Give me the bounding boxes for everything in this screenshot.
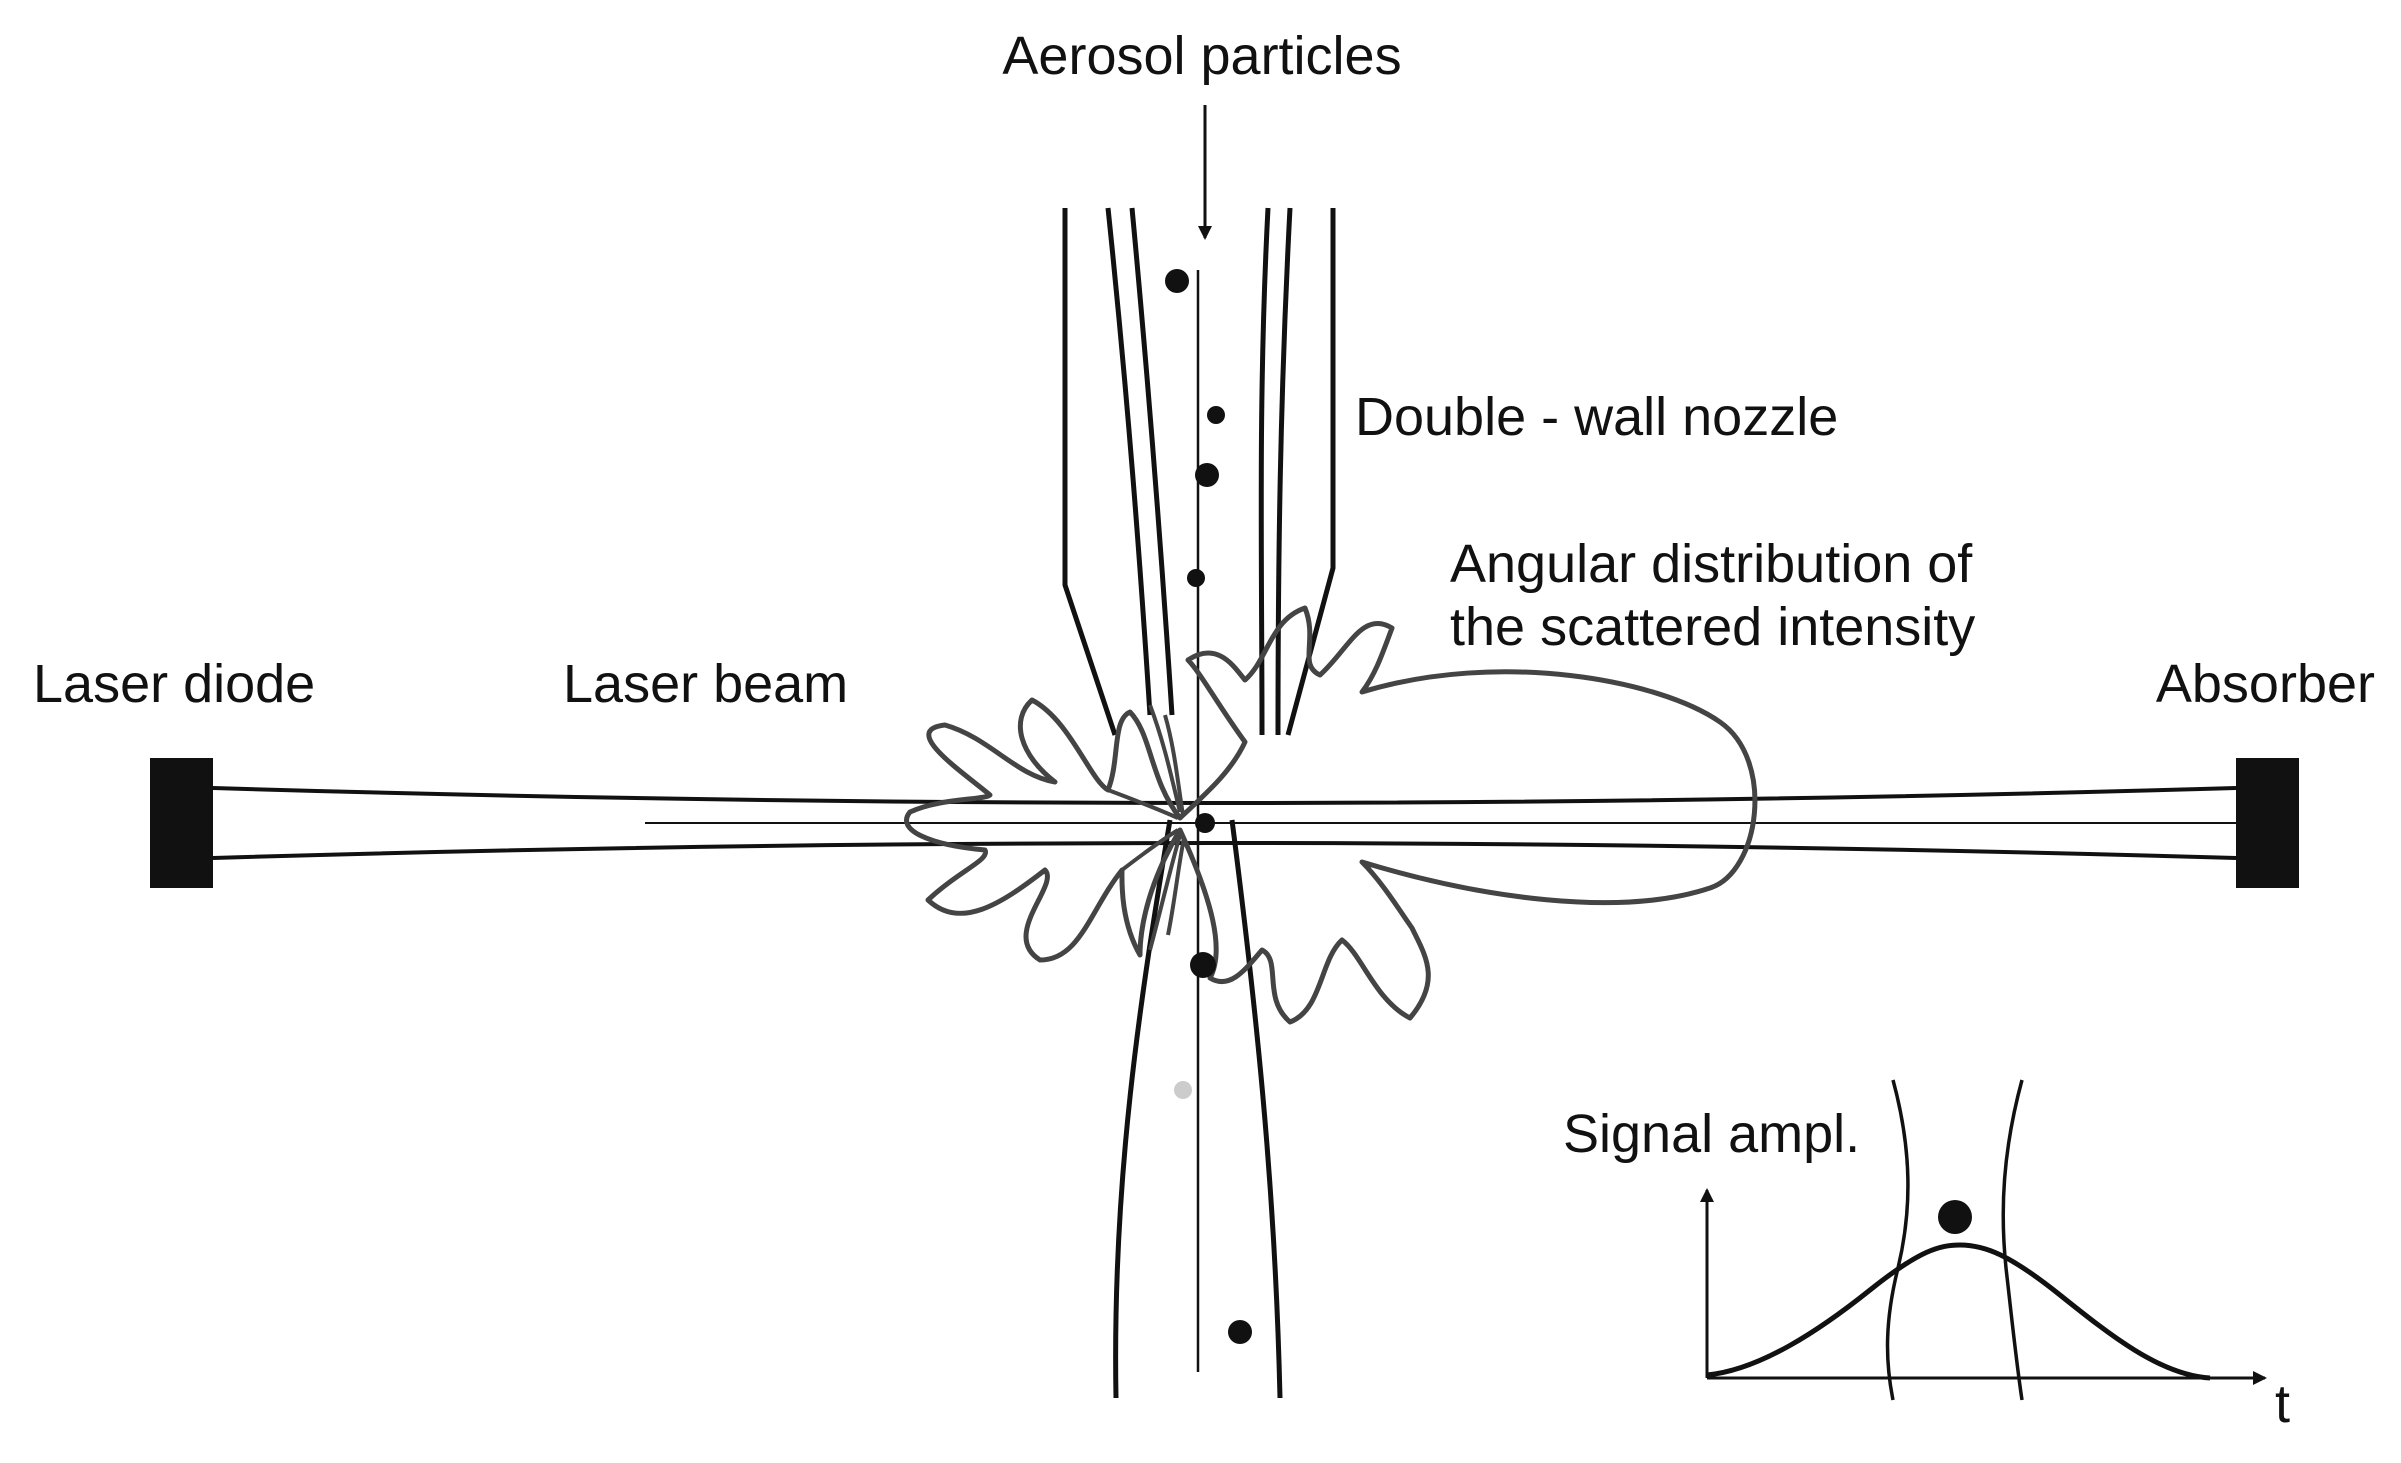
angular-distribution-label-line2: the scattered intensity xyxy=(1450,597,1975,657)
nozzle-inner-left-wall-2 xyxy=(1129,207,1175,716)
laser-diode-label: Laser diode xyxy=(33,654,315,714)
scatter-fringes xyxy=(1107,704,1186,951)
absorber-label: Absorber xyxy=(2156,654,2375,714)
laser-beam-upper-edge xyxy=(212,786,2237,805)
jet-left-boundary xyxy=(1113,819,1173,1399)
particle xyxy=(1187,569,1205,587)
laser-diode-block xyxy=(150,758,213,888)
double-wall-nozzle-label: Double - wall nozzle xyxy=(1355,387,1838,447)
aerosol-particles-label: Aerosol particles xyxy=(1002,26,1401,86)
nozzle-inner-right-wall xyxy=(1258,207,1271,736)
particle xyxy=(1228,1320,1252,1344)
laser-beam xyxy=(212,786,2237,860)
nozzle-outer-right-wall xyxy=(1285,208,1336,736)
particle xyxy=(1207,406,1225,424)
particle xyxy=(1190,952,1216,978)
nozzle-inner-left-wall xyxy=(1105,207,1153,716)
scattered-intensity-pattern xyxy=(904,605,1758,1025)
aerosol-particles xyxy=(1165,269,1252,1344)
nozzle-outer-left-wall xyxy=(1062,208,1118,736)
absorber-block xyxy=(2236,758,2299,888)
particle xyxy=(1165,269,1189,293)
signal-jet-right-boundary xyxy=(2001,1079,2024,1401)
time-axis-label: t xyxy=(2275,1374,2290,1434)
double-wall-nozzle xyxy=(1062,207,1336,736)
particle-in-beam xyxy=(1195,813,1215,833)
signal-amplitude-label: Signal ampl. xyxy=(1563,1104,1860,1164)
laser-beam-label: Laser beam xyxy=(563,654,848,714)
laser-beam-lower-edge xyxy=(212,841,2237,860)
particle-faint xyxy=(1174,1081,1192,1099)
signal-inset xyxy=(1700,1079,2267,1401)
particle xyxy=(1195,463,1219,487)
signal-jet-left-boundary xyxy=(1885,1079,1910,1401)
angular-distribution-label-line1: Angular distribution of xyxy=(1450,534,1973,594)
jet-right-boundary xyxy=(1229,819,1283,1399)
signal-pulse-curve xyxy=(1706,1242,2211,1381)
signal-particle xyxy=(1938,1200,1972,1234)
particle-jet xyxy=(1113,819,1283,1399)
nozzle-inner-right-wall-2 xyxy=(1275,207,1293,736)
